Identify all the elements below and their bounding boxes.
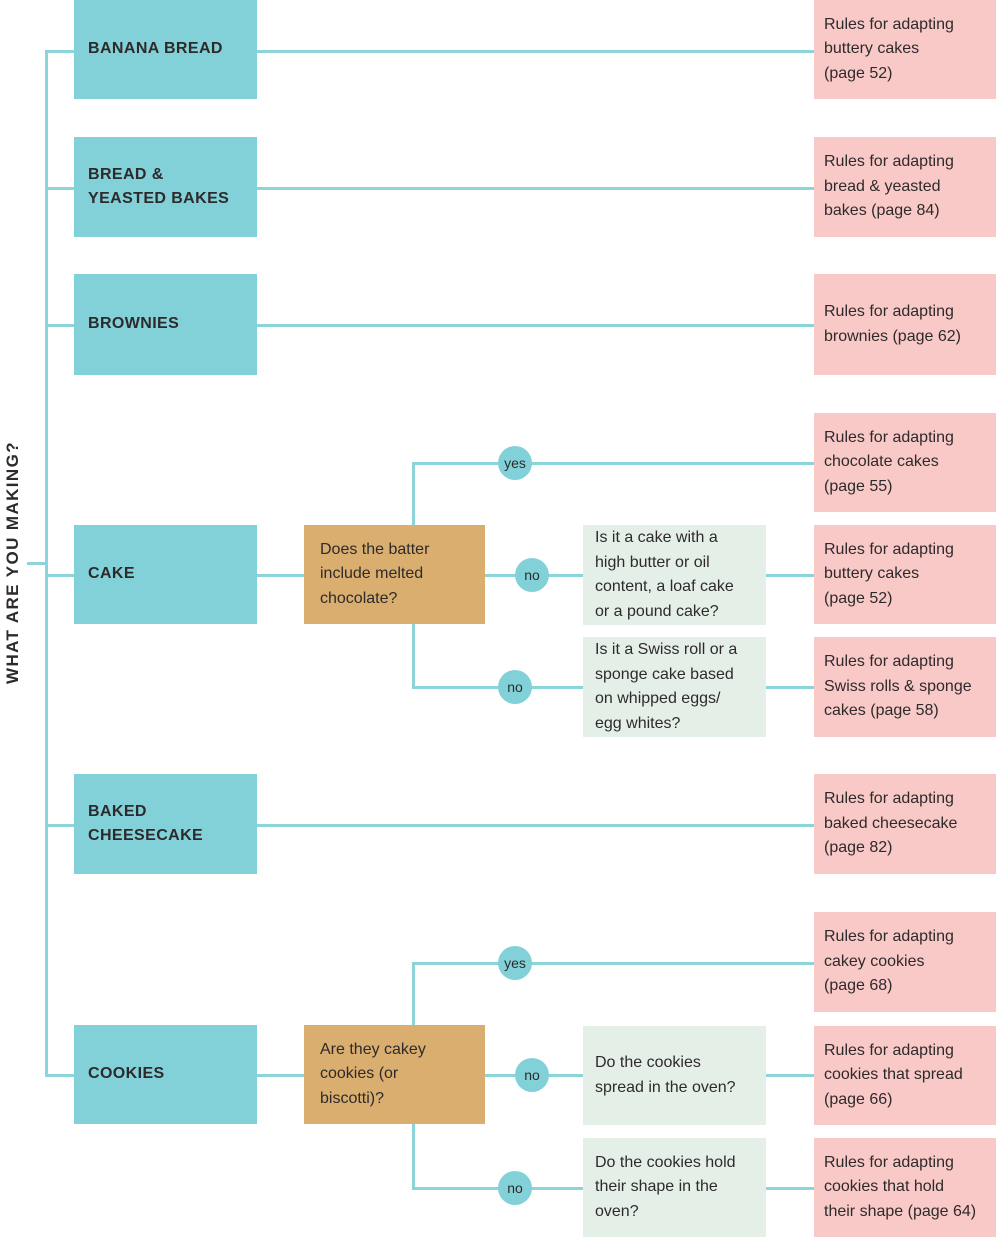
result-cookies-spread: Rules for adapting cookies that spread (… (814, 1026, 996, 1125)
connector-no-hold (412, 1187, 583, 1190)
no-badge-spread: no (515, 1058, 549, 1092)
result-swiss-rolls-sponge: Rules for adapting Swiss rolls & sponge … (814, 637, 996, 737)
result-cakey-cookies: Rules for adapting cakey cookies (page 6… (814, 912, 996, 1012)
result-buttery-cakes-2: Rules for adapting buttery cakes (page 5… (814, 525, 996, 624)
connector-row-cookies-left (45, 1074, 74, 1077)
flow-title: WHAT ARE YOU MAKING? (3, 441, 22, 685)
connector-row-brownies-right (257, 324, 814, 327)
result-bread-yeasted-bakes: Rules for adapting bread & yeasted bakes… (814, 137, 996, 237)
result-chocolate-cakes: Rules for adapting chocolate cakes (page… (814, 413, 996, 512)
connector-cake-to-decision (257, 574, 304, 577)
decision-melted-chocolate: Does the batter include melted chocolate… (304, 525, 485, 624)
decision-cakey-cookies: Are they cakey cookies (or biscotti)? (304, 1025, 485, 1124)
connector-row-banana-left (45, 50, 74, 53)
result-brownies: Rules for adapting brownies (page 62) (814, 274, 996, 375)
question-swiss-roll: Is it a Swiss roll or a sponge cake base… (583, 637, 766, 737)
no-badge-swiss: no (498, 670, 532, 704)
question-high-butter-cake: Is it a cake with a high butter or oil c… (583, 525, 766, 625)
result-buttery-cakes: Rules for adapting buttery cakes (page 5… (814, 0, 996, 99)
connector-row-banana-right (257, 50, 814, 53)
connector-spine (45, 50, 48, 1076)
connector-row-cheesecake-right (257, 824, 814, 827)
connector-row-bread-left (45, 187, 74, 190)
category-cookies: COOKIES (74, 1025, 257, 1124)
connector-row-bread-right (257, 187, 814, 190)
connector-swiss-question-to-result (766, 686, 814, 689)
no-badge-hold: no (498, 1171, 532, 1205)
connector-row-brownies-left (45, 324, 74, 327)
result-baked-cheesecake: Rules for adapting baked cheesecake (pag… (814, 774, 996, 874)
connector-cookies-to-decision (257, 1074, 304, 1077)
no-badge-butter: no (515, 558, 549, 592)
connector-row-cheesecake-left (45, 824, 74, 827)
category-baked-cheesecake: BAKED CHEESECAKE (74, 774, 257, 874)
connector-no-swiss (412, 686, 583, 689)
connector-row-cake-left (45, 574, 74, 577)
category-cake: CAKE (74, 525, 257, 624)
category-brownies: BROWNIES (74, 274, 257, 375)
connector-yes-cakey (412, 962, 814, 965)
result-cookies-hold: Rules for adapting cookies that hold the… (814, 1138, 996, 1237)
connector-butter-question-to-result (766, 574, 814, 577)
connector-spread-question-to-result (766, 1074, 814, 1077)
question-cookies-spread: Do the cookies spread in the oven? (583, 1026, 766, 1125)
category-bread-yeasted-bakes: BREAD & YEASTED BAKES (74, 137, 257, 237)
yes-badge-chocolate: yes (498, 446, 532, 480)
connector-hold-question-to-result (766, 1187, 814, 1190)
yes-badge-cakey: yes (498, 946, 532, 980)
question-cookies-hold: Do the cookies hold their shape in the o… (583, 1138, 766, 1237)
connector-yes-chocolate (412, 462, 814, 465)
connector-title-stub (27, 562, 46, 565)
category-banana-bread: BANANA BREAD (74, 0, 257, 99)
